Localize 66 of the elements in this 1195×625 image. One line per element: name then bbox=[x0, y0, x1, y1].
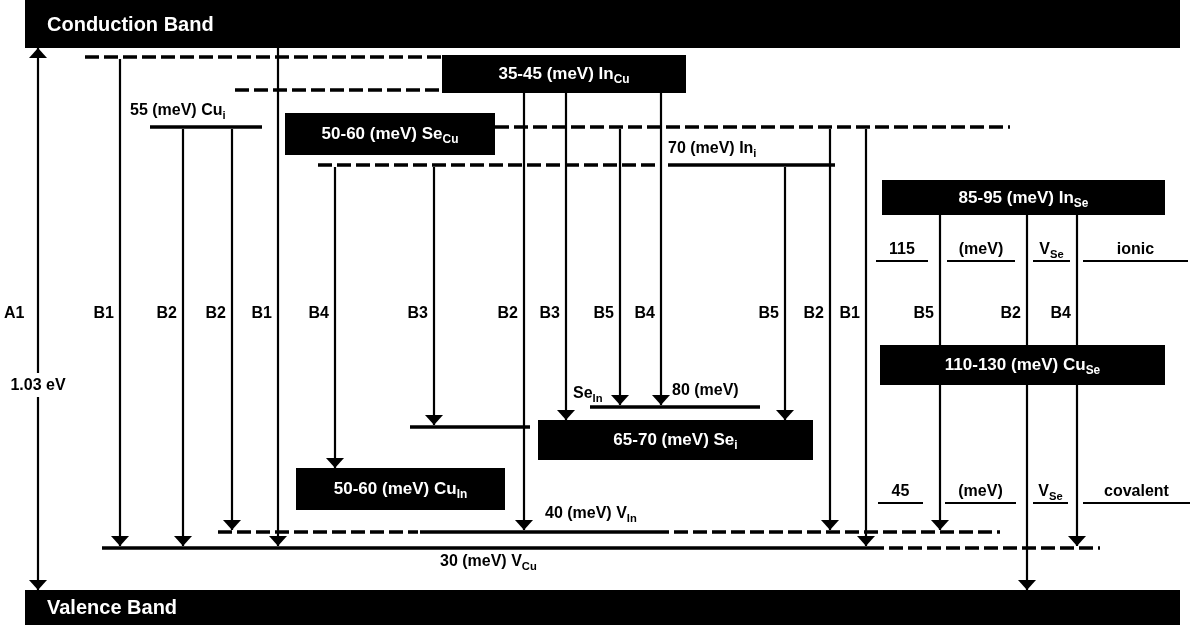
level-label: Se$_{In}$ bbox=[573, 384, 603, 402]
dashed-level-line bbox=[495, 125, 1010, 129]
dashed-level-line bbox=[218, 530, 1000, 534]
energy-level-line bbox=[668, 163, 835, 167]
transition-arrow bbox=[111, 59, 129, 546]
defect-level-box: 50-60 (meV) Se$_{Cu}$ bbox=[285, 113, 495, 155]
transition-arrow bbox=[611, 129, 629, 405]
edge-label: B4 bbox=[307, 304, 329, 322]
dashed-level-line bbox=[102, 546, 1100, 550]
level-label: 70 (meV) In$_{i}$ bbox=[668, 139, 757, 157]
edge-label: B3 bbox=[406, 304, 428, 322]
level-label: 55 (meV) Cu$_{i}$ bbox=[130, 101, 226, 119]
dashed-level-line bbox=[85, 55, 442, 59]
transition-arrow bbox=[1068, 385, 1086, 546]
transition-arrow bbox=[931, 385, 949, 530]
transition-arrow bbox=[857, 129, 875, 546]
defect-level-box: 35-45 (meV) In$_{Cu}$ bbox=[442, 55, 686, 93]
transition-arrow bbox=[29, 48, 47, 590]
transition-arrow bbox=[223, 129, 241, 530]
dashed-level-line bbox=[235, 88, 442, 92]
dashed-level-line bbox=[318, 163, 655, 167]
edge-label: B1 bbox=[92, 304, 114, 322]
edge-label: B4 bbox=[633, 304, 655, 322]
level-label: 115 bbox=[876, 238, 928, 262]
energy-level-line bbox=[590, 405, 760, 409]
defect-level-box: 50-60 (meV) Cu$_{In}$ bbox=[296, 468, 505, 510]
defect-level-box: 65-70 (meV) Se$_{i}$ bbox=[538, 420, 813, 460]
transition-arrow bbox=[425, 167, 443, 425]
transition-arrow bbox=[515, 93, 533, 530]
transition-arrow bbox=[174, 129, 192, 546]
energy-level-line bbox=[410, 425, 530, 429]
edge-label: B4 bbox=[1049, 304, 1071, 322]
transition-label: A1 bbox=[4, 304, 25, 322]
edge-label: B1 bbox=[250, 304, 272, 322]
level-label: V$_{Se}$ bbox=[1033, 238, 1070, 262]
edge-label: B2 bbox=[155, 304, 177, 322]
level-label: (meV) bbox=[945, 480, 1016, 504]
level-label: ionic bbox=[1083, 238, 1188, 262]
transition-arrow bbox=[1018, 385, 1036, 590]
edge-label: B2 bbox=[204, 304, 226, 322]
level-label: covalent bbox=[1083, 480, 1190, 504]
energy-band: Conduction Band bbox=[25, 0, 1180, 48]
level-label: 40 (meV) V$_{In}$ bbox=[545, 504, 637, 522]
edge-label: B2 bbox=[496, 304, 518, 322]
level-label: 80 (meV) bbox=[672, 381, 739, 399]
edge-label: B2 bbox=[999, 304, 1021, 322]
edge-label: B1 bbox=[838, 304, 860, 322]
defect-level-box: 110-130 (meV) Cu$_{Se}$ bbox=[880, 345, 1165, 385]
edge-label: B3 bbox=[538, 304, 560, 322]
edge-label: B5 bbox=[912, 304, 934, 322]
level-label: V$_{Se}$ bbox=[1033, 480, 1068, 504]
defect-level-box: 85-95 (meV) In$_{Se}$ bbox=[882, 180, 1165, 215]
transition-arrow bbox=[557, 93, 575, 420]
energy-band: Valence Band bbox=[25, 590, 1180, 625]
energy-level-line bbox=[150, 125, 262, 129]
transition-arrow bbox=[821, 129, 839, 530]
edge-label: B5 bbox=[592, 304, 614, 322]
edge-label: B5 bbox=[757, 304, 779, 322]
transition-arrow bbox=[652, 93, 670, 405]
level-label: 45 bbox=[878, 480, 923, 504]
edge-label: B2 bbox=[802, 304, 824, 322]
transition-arrow bbox=[326, 167, 344, 468]
transition-arrow bbox=[269, 48, 287, 546]
level-label: (meV) bbox=[947, 238, 1015, 262]
transition-arrow bbox=[776, 167, 794, 420]
level-label: 30 (meV) V$_{Cu}$ bbox=[440, 552, 537, 570]
